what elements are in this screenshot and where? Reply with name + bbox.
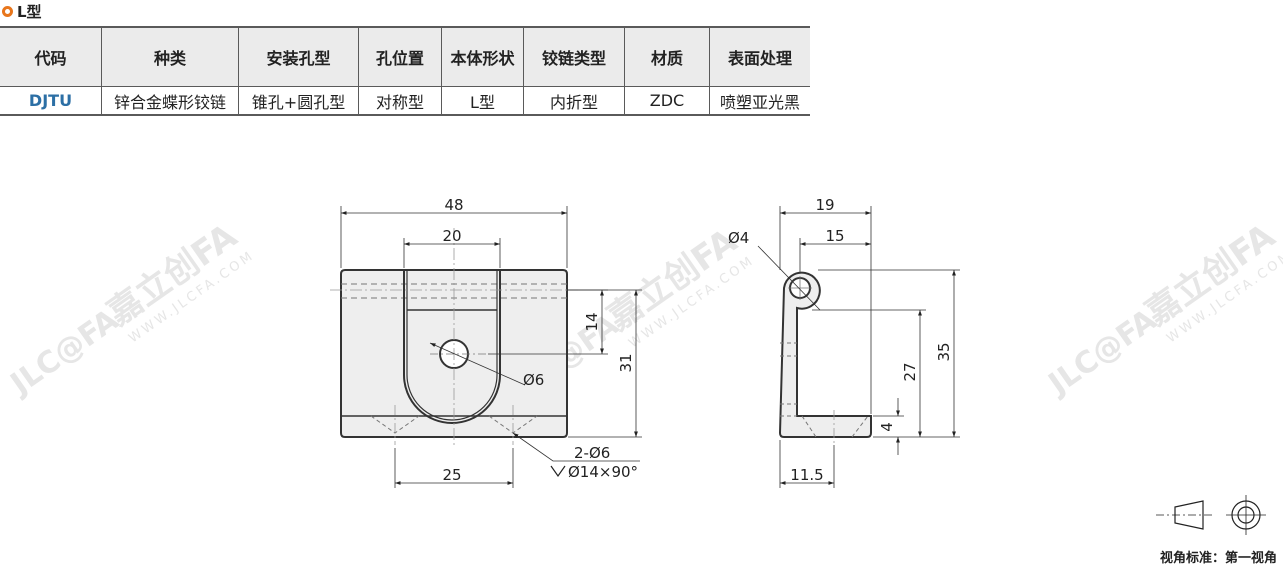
spec-table: 代码 种类 安装孔型 孔位置 本体形状 铰链类型 材质 表面处理 DJTU 锌合… bbox=[0, 26, 810, 116]
dim-pin-dia: Ø4 bbox=[728, 229, 749, 247]
dim-4: 4 bbox=[878, 422, 896, 432]
first-angle-projection-icon bbox=[1156, 495, 1266, 535]
dim-countersink: Ø14×90° bbox=[568, 463, 638, 481]
dim-31: 31 bbox=[617, 353, 635, 372]
cell-hinge-type: 内折型 bbox=[523, 86, 625, 116]
header-hinge-type: 铰链类型 bbox=[523, 26, 625, 87]
header-body-shape: 本体形状 bbox=[441, 26, 524, 87]
cell-mount-hole: 锥孔+圆孔型 bbox=[238, 86, 359, 116]
dim-20: 20 bbox=[442, 227, 461, 245]
dim-14: 14 bbox=[583, 312, 601, 331]
header-mount-hole: 安装孔型 bbox=[238, 26, 359, 87]
cell-surface: 喷塑亚光黑 bbox=[709, 86, 810, 116]
front-slot-outer bbox=[403, 270, 501, 424]
header-hole-position: 孔位置 bbox=[358, 26, 442, 87]
dim-11-5: 11.5 bbox=[790, 466, 823, 484]
side-view: 19 15 Ø4 27 35 4 11.5 bbox=[728, 196, 960, 488]
dim-25: 25 bbox=[442, 466, 461, 484]
section-title: L型 bbox=[2, 0, 42, 22]
watermark-logo: JLC@FA bbox=[3, 302, 126, 403]
watermark-left: JLC@FA 嘉立创FA WWW.JLCFA.COM bbox=[3, 216, 258, 403]
table-row: DJTU 锌合金蝶形铰链 锥孔+圆孔型 对称型 L型 内折型 ZDC 喷塑亚光黑 bbox=[0, 86, 810, 116]
view-standard-label: 视角标准：第一视角 bbox=[1159, 551, 1277, 566]
header-type: 种类 bbox=[101, 26, 239, 87]
watermark-logo: JLC@FA bbox=[1041, 302, 1164, 403]
section-title-text: L型 bbox=[17, 2, 42, 21]
table-header-row: 代码 种类 安装孔型 孔位置 本体形状 铰链类型 材质 表面处理 bbox=[0, 26, 810, 87]
dim-35: 35 bbox=[935, 342, 953, 361]
dim-48: 48 bbox=[444, 196, 463, 214]
cell-body-shape: L型 bbox=[441, 86, 524, 116]
dim-holes-spec: 2-Ø6 bbox=[574, 444, 610, 462]
cell-code: DJTU bbox=[0, 86, 102, 116]
circle-bullet-icon bbox=[2, 5, 13, 17]
watermark-right: JLC@FA 嘉立创FA WWW.JLCFA.COM bbox=[1041, 216, 1283, 403]
front-view: 48 20 14 31 Ø6 2-Ø6 Ø14×90° 25 bbox=[330, 196, 642, 488]
side-body-outline bbox=[778, 271, 872, 438]
dim-19: 19 bbox=[815, 196, 834, 214]
header-surface: 表面处理 bbox=[709, 26, 810, 87]
cell-hole-position: 对称型 bbox=[358, 86, 442, 116]
header-material: 材质 bbox=[624, 26, 710, 87]
cell-type: 锌合金蝶形铰链 bbox=[101, 86, 239, 116]
dim-27: 27 bbox=[901, 362, 919, 381]
header-code: 代码 bbox=[0, 26, 102, 87]
dim-15: 15 bbox=[825, 227, 844, 245]
cell-material: ZDC bbox=[624, 86, 710, 116]
countersink-symbol-icon bbox=[550, 465, 566, 478]
dim-hole-dia: Ø6 bbox=[523, 371, 544, 389]
